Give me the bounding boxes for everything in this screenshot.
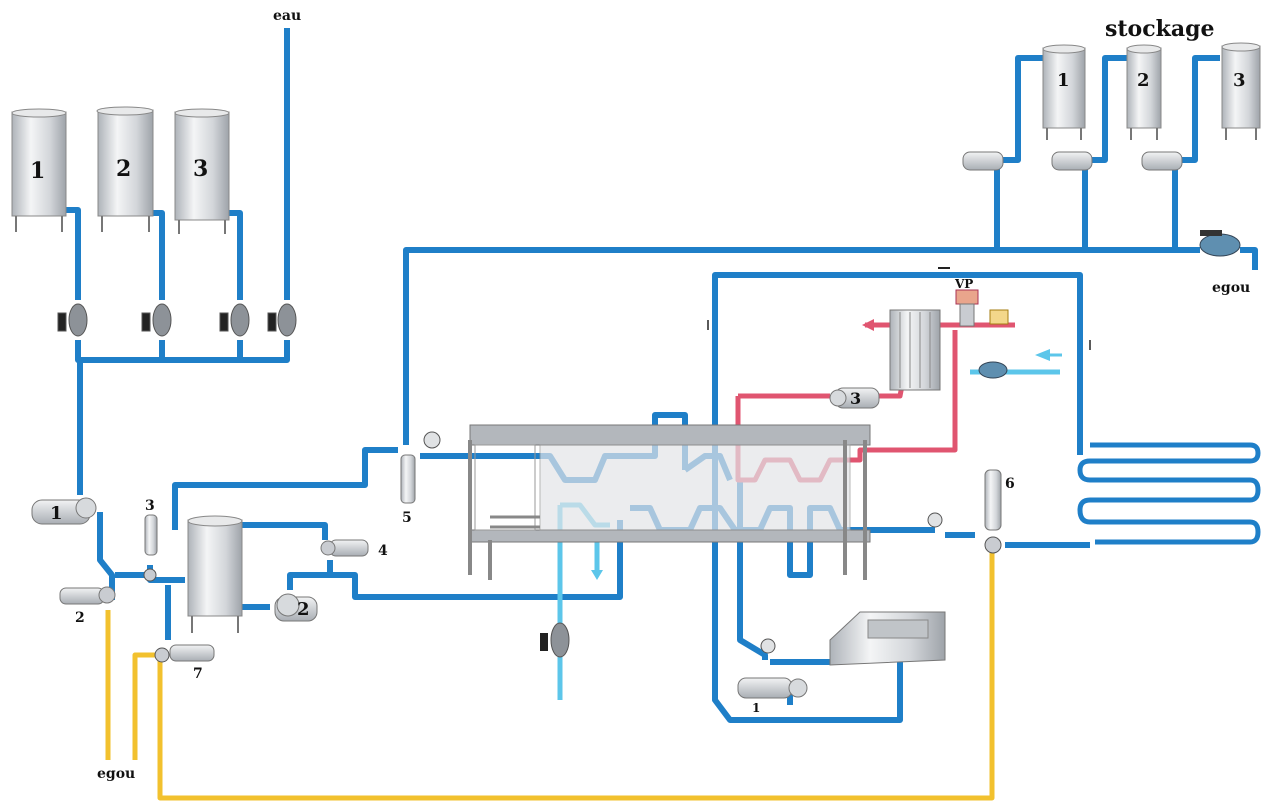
pump-number: 3 (850, 389, 861, 408)
raw-tank-number: 2 (116, 156, 131, 182)
valve-7-unit: 7 (155, 645, 214, 682)
pump-1: 1 (32, 498, 96, 524)
valve-handle (540, 633, 548, 651)
regulating-valve: VP (954, 277, 1008, 326)
drain-label: egou (97, 766, 135, 782)
hot-water-pump: 3 (830, 388, 879, 408)
hot-water-exchanger (890, 310, 940, 390)
storage-tank-1: 1 (1043, 45, 1085, 140)
filter-5: 5 (401, 432, 440, 526)
raw-tank-2: 2 (97, 107, 153, 232)
gauge-icon (928, 513, 942, 527)
storage-tank-number: 1 (1057, 70, 1070, 91)
component-number: 6 (1005, 476, 1015, 492)
water-inlet-label: eau (273, 8, 301, 24)
pump-number: 1 (50, 503, 63, 524)
valve-6: 6 (985, 470, 1015, 553)
raw-tank-number: 1 (30, 158, 45, 184)
storage-pumps (963, 152, 1182, 170)
pump-4: 4 (321, 540, 388, 559)
cip-tank (830, 612, 945, 665)
raw-tank-3: 3 (175, 109, 229, 234)
component-number: 5 (402, 510, 412, 526)
flow-arrow-icon (1035, 349, 1050, 361)
pump-number: 1 (752, 701, 760, 715)
storage-tank-number: 2 (1137, 70, 1150, 91)
storage-title: stockage (1105, 16, 1215, 42)
component-number: 4 (378, 543, 388, 559)
storage-tank-2: 2 (1127, 45, 1161, 140)
drain-valve-top (1200, 230, 1240, 256)
storage-tank-number: 3 (1233, 70, 1246, 91)
storage-tank-3: 3 (1222, 43, 1260, 140)
component-number: 3 (145, 498, 155, 514)
valve-3-unit: 3 (144, 498, 157, 581)
raw-tank-1: 1 (12, 109, 66, 232)
flow-arrow-icon (591, 570, 603, 580)
pump-number: 2 (297, 599, 310, 620)
component-number: 7 (193, 666, 203, 682)
gauge-icon (761, 639, 775, 653)
tank-valves (58, 304, 296, 336)
raw-tank-number: 3 (193, 156, 208, 182)
cip-pump: 1 (738, 678, 807, 715)
buffer-tank (188, 516, 242, 633)
regulating-valve-label: VP (954, 277, 973, 291)
flow-arrow-icon (862, 319, 874, 331)
component-number: 2 (75, 610, 85, 626)
cooling-valve (979, 362, 1007, 378)
drain-label: egou (1212, 280, 1250, 296)
cooling-outlet-valve (551, 623, 569, 657)
pump-2: 2 (275, 594, 317, 621)
